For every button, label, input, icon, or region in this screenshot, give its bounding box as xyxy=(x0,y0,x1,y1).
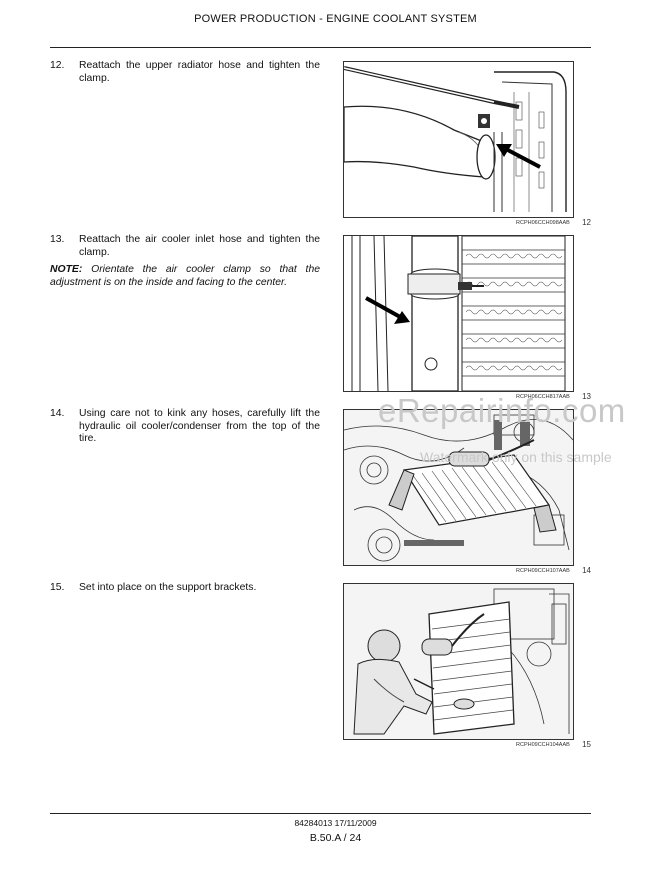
figure-13-caption: RCPH06CCH817AAB 13 xyxy=(343,392,591,403)
step-number: 15. xyxy=(50,582,65,593)
figure-14-image xyxy=(343,409,574,566)
page-header-title: POWER PRODUCTION - ENGINE COOLANT SYSTEM xyxy=(194,13,477,25)
figure-number: 13 xyxy=(582,392,591,401)
watermark-site: eRepairinfo.com xyxy=(378,392,626,429)
step-13: 13. Reattach the air cooler inlet hose a… xyxy=(50,234,320,259)
figure-code: RCPH06CCH098AAB xyxy=(516,220,570,226)
footer-rule xyxy=(50,813,591,814)
footer-page-number: B.50.A / 24 xyxy=(309,832,362,844)
note-text: Orientate the air cooler clamp so that t… xyxy=(50,264,320,288)
note: NOTE: Orientate the air cooler clamp so … xyxy=(50,264,320,289)
figure-12-caption: RCPH06CCH098AAB 12 xyxy=(343,218,591,229)
figure-code: RCPH06CCH817AAB xyxy=(516,394,570,400)
note-label: NOTE: xyxy=(50,264,83,275)
watermark-notice: Watermark only on this sample xyxy=(420,449,612,465)
header-rule xyxy=(50,47,591,48)
step-14: 14. Using care not to kink any hoses, ca… xyxy=(50,408,320,446)
step-text: Using care not to kink any hoses, carefu… xyxy=(79,408,320,445)
figure-number: 15 xyxy=(582,740,591,749)
figure-number: 14 xyxy=(582,566,591,575)
step-text: Reattach the upper radiator hose and tig… xyxy=(79,60,320,84)
step-text: Set into place on the support brackets. xyxy=(79,582,257,593)
figure-number: 12 xyxy=(582,218,591,227)
footer-doc-id: 84284013 17/11/2009 xyxy=(294,818,377,828)
step-number: 14. xyxy=(50,408,65,419)
step-12: 12. Reattach the upper radiator hose and… xyxy=(50,60,320,85)
figure-12-image xyxy=(343,61,574,218)
figure-13-image xyxy=(343,235,574,392)
step-number: 12. xyxy=(50,60,65,71)
step-number: 13. xyxy=(50,234,65,245)
step-text: Reattach the air cooler inlet hose and t… xyxy=(79,234,320,258)
figure-15-image xyxy=(343,583,574,740)
figure-code: RCPH09CCH104AAB xyxy=(516,742,570,748)
step-15: 15. Set into place on the support bracke… xyxy=(50,582,320,595)
figure-14-caption: RCPH09CCH107AAB 14 xyxy=(343,566,591,577)
figure-code: RCPH09CCH107AAB xyxy=(516,568,570,574)
figure-15-caption: RCPH09CCH104AAB 15 xyxy=(343,740,591,751)
